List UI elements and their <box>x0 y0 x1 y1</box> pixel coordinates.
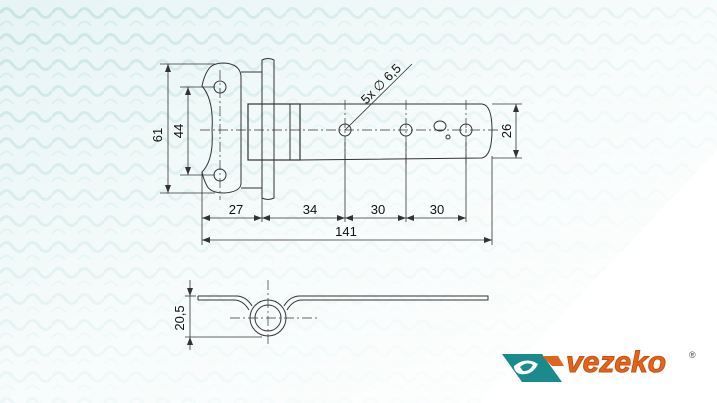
dim-holes: 5x ∅ 6,5 <box>358 61 404 107</box>
hinge-left-leaf <box>201 62 242 194</box>
dim-27: 27 <box>229 202 243 217</box>
dim-20-5: 20,5 <box>172 305 187 330</box>
dim-44: 44 <box>171 124 186 138</box>
dim-141: 141 <box>335 224 357 239</box>
vezeko-logo-text: vezeko <box>565 346 667 379</box>
dim-61: 61 <box>150 128 165 142</box>
hinge-strap <box>299 103 493 161</box>
stamp-mark <box>433 120 447 132</box>
dim-30b: 30 <box>430 202 444 217</box>
dim-26: 26 <box>499 124 514 138</box>
registered-mark: ® <box>689 350 696 360</box>
vezeko-logo-icon <box>502 354 564 382</box>
dim-30a: 30 <box>371 202 385 217</box>
dim-34: 34 <box>303 202 317 217</box>
hinge-side-view <box>185 280 489 350</box>
